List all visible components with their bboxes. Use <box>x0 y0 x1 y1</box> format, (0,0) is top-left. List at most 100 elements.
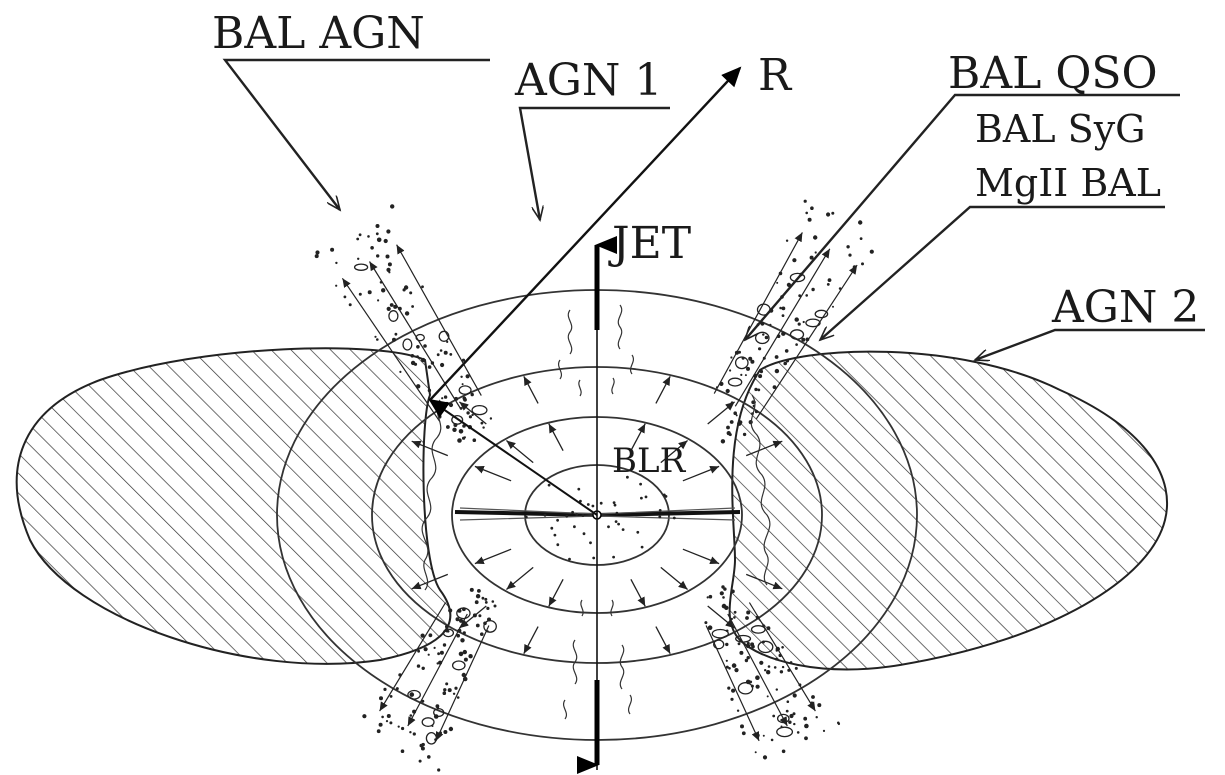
wind-cloud <box>459 386 471 394</box>
wind-dot <box>760 370 763 373</box>
wind-cloud <box>389 311 398 322</box>
wind-dot <box>795 343 798 346</box>
wind-dot <box>445 402 449 406</box>
wind-dot <box>803 717 807 721</box>
blr-cloud-dot <box>613 501 616 504</box>
wind-dot <box>449 353 452 356</box>
wind-dot <box>704 621 707 624</box>
wind-dot <box>462 437 465 440</box>
wind-dot <box>473 613 477 617</box>
wind-dot <box>476 624 480 628</box>
wind-dot <box>386 720 388 722</box>
wind-dot <box>861 262 864 265</box>
wind-dot <box>795 667 798 670</box>
wind-dot <box>396 687 399 690</box>
wind-dot <box>768 665 771 668</box>
wind-dot <box>399 371 401 373</box>
wind-dot <box>492 600 495 603</box>
blr-cloud-dot <box>587 503 590 506</box>
wind-dot <box>709 595 713 599</box>
wind-dot <box>724 606 728 610</box>
blr-cloud-dot <box>592 505 595 508</box>
wind-dot <box>762 333 764 335</box>
wind-dot <box>783 362 787 366</box>
wind-dot <box>368 290 372 294</box>
wind-dot <box>725 643 728 646</box>
label-bal-agn: BAL AGN <box>212 8 425 59</box>
wind-dot <box>388 262 392 266</box>
blr-cloud-dot <box>525 516 528 519</box>
wind-dot <box>401 727 404 730</box>
wind-dot <box>421 358 425 362</box>
wind-dot <box>739 651 743 655</box>
radius-arrow <box>430 68 740 515</box>
wind-dot <box>782 750 786 754</box>
wind-dot <box>769 324 771 326</box>
wind-dot <box>315 254 319 258</box>
wind-dot <box>755 410 758 413</box>
wind-dot <box>755 751 757 753</box>
wind-dot <box>381 288 385 292</box>
outflow-arrow <box>631 579 645 606</box>
wind-dot <box>870 250 874 254</box>
wind-dot <box>390 695 393 698</box>
wind-dot <box>462 383 464 385</box>
wind-dot <box>449 403 453 407</box>
wind-dot <box>782 307 786 311</box>
wind-dot <box>482 426 484 428</box>
wind-dot <box>805 212 808 215</box>
wind-dot <box>779 307 782 310</box>
wind-dot <box>414 363 417 366</box>
wind-dot <box>482 597 485 600</box>
wind-dot <box>730 698 733 701</box>
wind-dot <box>726 426 730 430</box>
wind-dot <box>720 591 724 595</box>
outflow-arrow <box>549 424 563 451</box>
torus-left <box>17 348 451 664</box>
wind-cloud <box>484 621 496 633</box>
wind-dot <box>362 714 366 718</box>
wind-dot <box>731 401 734 404</box>
wind-dot <box>721 439 725 443</box>
wind-dot <box>758 347 761 350</box>
wind-dot <box>763 755 767 759</box>
wind-dot <box>747 656 750 659</box>
wind-dot <box>731 590 735 594</box>
wind-dot <box>429 633 433 637</box>
wind-dot <box>731 689 735 693</box>
wind-dot <box>797 731 800 734</box>
wind-dot <box>745 374 747 376</box>
wind-dot <box>832 306 834 308</box>
wind-dot <box>823 730 825 732</box>
wind-dot <box>398 726 400 728</box>
wind-dot <box>349 303 352 306</box>
outflow-arrow <box>475 466 511 480</box>
blr-cloud-dot <box>573 525 576 528</box>
wind-dot <box>459 429 464 434</box>
wind-dot <box>459 652 464 657</box>
wind-dot <box>422 667 425 670</box>
label-agn1: AGN 1 <box>514 55 662 106</box>
wind-dot <box>776 282 778 284</box>
wind-dot <box>846 245 849 248</box>
wind-dot <box>357 258 359 260</box>
wind-dot <box>486 607 489 610</box>
wind-dot <box>377 299 379 301</box>
wind-dot <box>344 296 347 299</box>
wind-cloud <box>729 378 742 386</box>
wind-cloud <box>426 733 436 744</box>
wind-dot <box>384 239 388 243</box>
wind-dot <box>395 333 398 336</box>
wind-dot <box>740 724 744 728</box>
blr-cloud-dot <box>612 556 615 559</box>
wind-dot <box>374 336 376 338</box>
wind-dot <box>786 240 788 242</box>
blr-cloud-dot <box>568 558 571 561</box>
wind-dot <box>403 288 406 291</box>
wind-dot <box>828 278 832 282</box>
wind-dot <box>817 703 821 707</box>
wind-dot <box>359 233 362 236</box>
label-blr: BLR <box>612 441 687 481</box>
wind-dot <box>775 355 779 359</box>
wind-cloud <box>355 264 368 270</box>
